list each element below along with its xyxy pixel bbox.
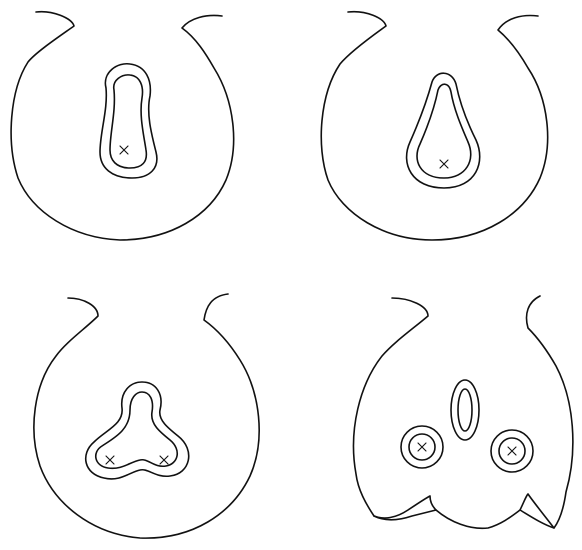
scallop-right: [520, 494, 554, 528]
cross-mark: [160, 456, 168, 464]
outer-boundary: [321, 12, 547, 240]
cross-mark: [418, 443, 426, 451]
outer-boundary: [11, 12, 233, 240]
cross-mark: [508, 447, 516, 455]
cross-mark: [106, 456, 114, 464]
panel-bottom-right: [354, 296, 573, 528]
panel-top-right: [321, 12, 547, 240]
panel-bottom-left: [34, 294, 259, 538]
outer-boundary: [354, 296, 573, 528]
cross-mark: [440, 160, 448, 168]
panel-top-left: [11, 12, 233, 240]
outer-boundary: [34, 294, 259, 538]
inner-loop-outer: [407, 73, 480, 188]
inner-loop-outer: [100, 64, 157, 178]
center-loop-inner: [458, 389, 472, 431]
scallop-left: [374, 496, 436, 518]
cross-mark: [120, 146, 128, 154]
inner-loop-outer: [86, 382, 189, 479]
